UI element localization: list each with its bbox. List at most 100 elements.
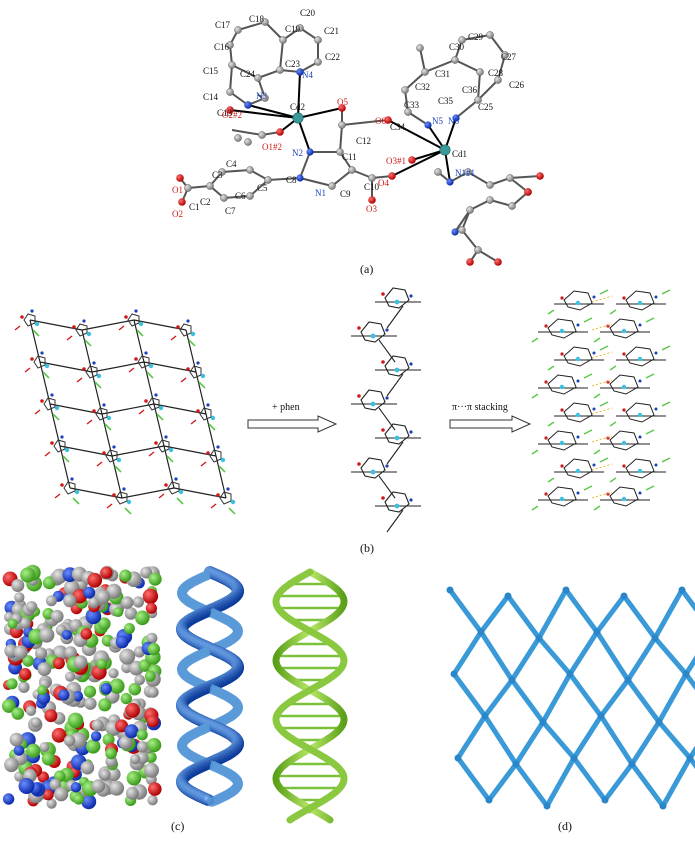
carbon-atom	[314, 36, 322, 44]
carbon-atom	[421, 68, 429, 76]
panel-c-caption: (c)	[171, 819, 184, 833]
carbon-atom	[234, 134, 242, 142]
nitrogen-label: N1	[315, 188, 326, 198]
space-filling-helix	[1, 564, 162, 810]
carbon-atom	[220, 194, 228, 202]
carbon-atom	[434, 168, 442, 176]
oxygen-atom	[178, 198, 186, 206]
arrow-phen: + phen	[247, 402, 338, 433]
carbon-atom	[228, 61, 236, 69]
carbon-atom	[279, 36, 287, 44]
oxygen-atom	[536, 172, 544, 180]
nitrogen-label: N6	[448, 116, 459, 126]
nitrogen-atom	[306, 148, 314, 156]
carbon-label: C31	[435, 69, 450, 79]
nitrogen-atom	[424, 121, 432, 129]
nitrogen-atom	[296, 68, 304, 76]
carbon-atom	[338, 121, 346, 129]
oxygen-label: O5	[337, 97, 348, 107]
carbon-label: C29	[468, 32, 484, 42]
carbon-label: C17	[215, 20, 231, 30]
stacked-double-chain	[531, 289, 671, 511]
carbon-label: C27	[501, 52, 517, 62]
panel-d-caption: (d)	[558, 819, 572, 833]
oxygen-label: O6	[375, 116, 386, 126]
carbon-label: C22	[325, 52, 340, 62]
oxygen-label: O2#2	[222, 110, 242, 120]
carbon-atom	[276, 66, 284, 74]
carbon-atom	[258, 131, 266, 139]
carbon-label: C14	[203, 92, 219, 102]
carbon-atom	[184, 184, 192, 192]
carbon-label: C32	[415, 82, 430, 92]
carbon-atom	[486, 31, 494, 39]
carbon-atom	[501, 51, 509, 59]
carbon-atom	[416, 44, 424, 52]
arrow-stacking: π···π stacking	[449, 402, 532, 433]
carbon-label: C33	[404, 100, 420, 110]
oxygen-atom	[176, 174, 184, 182]
carbon-label: C21	[324, 26, 339, 36]
carbon-label: C6	[235, 191, 246, 201]
metal-label: Cd1	[452, 149, 467, 159]
oxygen-atom	[338, 104, 346, 112]
nitrogen-label: N2	[292, 148, 303, 158]
carbon-atom	[206, 182, 214, 190]
carbon-atom	[401, 86, 409, 94]
cadmium-atom	[292, 112, 304, 124]
oxygen-atom	[494, 258, 502, 266]
carbon-label: C30	[449, 42, 465, 52]
carbon-atom	[474, 246, 482, 254]
arrow-phen-label: + phen	[272, 402, 300, 413]
oxygen-atom	[388, 172, 396, 180]
surface-helix	[176, 566, 244, 807]
carbon-atom	[261, 18, 269, 26]
carbon-label: C2	[200, 197, 211, 207]
nitrogen-atom	[452, 114, 460, 122]
oxygen-label: O2	[172, 209, 183, 219]
carbon-label: C7	[225, 206, 236, 216]
carbon-label: C11	[342, 152, 357, 162]
oxygen-label: O1#2	[262, 142, 282, 152]
carbon-atom	[348, 166, 356, 174]
carbon-label: C34	[390, 122, 406, 132]
oxygen-atom	[368, 196, 376, 204]
carbon-atom	[404, 108, 412, 116]
carbon-label: C15	[203, 66, 219, 76]
arrow-stacking-label: π···π stacking	[452, 402, 508, 413]
carbon-label: C23	[285, 59, 301, 69]
cadmium-atom	[439, 144, 451, 156]
oxygen-atom	[384, 116, 392, 124]
carbon-atom	[451, 56, 459, 64]
nitrogen-label: N4	[302, 70, 313, 80]
carbon-label: C24	[240, 69, 256, 79]
carbon-atom	[264, 176, 272, 184]
panel-d-topology-net: (d)	[446, 586, 695, 833]
carbon-atom	[506, 174, 514, 182]
carbon-atom	[226, 88, 234, 96]
nitrogen-atom	[451, 228, 459, 236]
oxygen-atom	[466, 258, 474, 266]
carbon-atom	[261, 94, 269, 102]
oxygen-label: O3#1	[386, 156, 406, 166]
carbon-atom	[314, 58, 322, 66]
carbon-label: C10	[364, 182, 380, 192]
carbon-atom	[494, 76, 502, 84]
carbon-label: C9	[340, 189, 351, 199]
carbon-label: C36	[462, 85, 478, 95]
oxygen-label: O4	[378, 178, 389, 188]
nitrogen-atom	[244, 101, 252, 109]
panel-c-helix-models: (c)	[1, 564, 348, 833]
carbon-label: C8	[286, 175, 297, 185]
oxygen-atom	[524, 188, 532, 196]
nitrogen-label: N5	[432, 116, 443, 126]
carbon-atom	[486, 181, 494, 189]
carbon-label: C16	[214, 42, 230, 52]
carbon-atom	[336, 148, 344, 156]
carbon-label: C5	[257, 183, 268, 193]
panel-b-layer-assembly: + phen π···π stacking (b)	[14, 287, 671, 555]
carbon-label: C35	[438, 96, 454, 106]
nitrogen-label: N1#1	[455, 168, 475, 178]
